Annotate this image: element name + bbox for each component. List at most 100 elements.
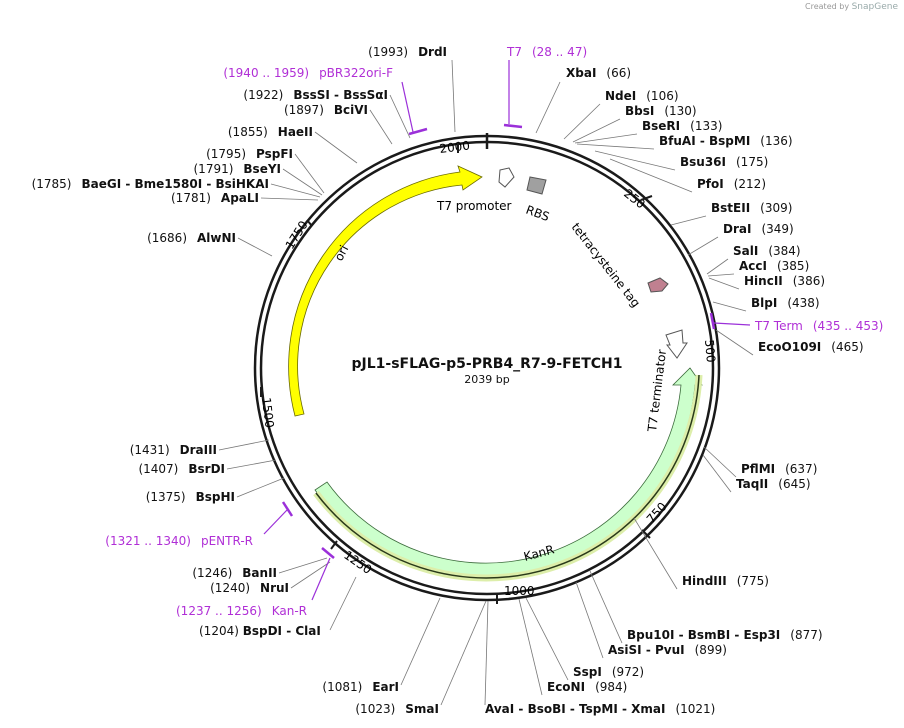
leader-line-bspdi-clai: [329, 576, 357, 631]
site-label-xbai: XbaI(66): [566, 66, 631, 80]
tetracysteine-tag-arrow: [647, 277, 669, 293]
tick-1750: 1750: [283, 218, 311, 251]
leader-line-blpi: [712, 301, 747, 312]
primer-leader-pbr322ori-f: [401, 81, 414, 133]
site-label-bspdi-clai: (1204) BspDI - ClaI: [199, 624, 321, 638]
leader-line-econi: [518, 598, 543, 696]
t7-term-primer-mark: [709, 312, 716, 330]
primer-label-pbr322ori-f: (1940 .. 1959)pBR322ori-F: [223, 66, 393, 80]
leader-line-pfoi: [609, 158, 693, 193]
site-label-ndei: NdeI(106): [605, 89, 679, 103]
site-label-bsssi-bsss-i: (1922)BssSI - BssSαI: [243, 88, 388, 102]
site-label-bfuai-bspmi: BfuAI - BspMI(136): [659, 134, 793, 148]
tick-1000: 1000: [504, 584, 535, 598]
restriction-sites: (1993)DrdI XbaI(66) NdeI(106)BbsI(130)BseR…: [32, 45, 864, 716]
t7-promoter-label: T7 promoter: [436, 199, 512, 213]
site-label-pflmi: PflMI(637): [741, 462, 817, 476]
leader-line-bbsi: [572, 118, 621, 143]
site-label-ecoo109i: EcoO109I(465): [758, 340, 864, 354]
leader-line-bsrdi: [226, 459, 277, 470]
primer-label-t7-term: T7 Term(435 .. 453): [754, 319, 883, 333]
site-label-bsu36i: Bsu36I(175): [680, 155, 768, 169]
leader-line-ecoo109i: [715, 329, 754, 356]
credit-prefix: Created by: [805, 2, 850, 11]
primer-label-kan-r: (1237 .. 1256)Kan-R: [176, 604, 307, 618]
site-label-bseri: BseRI(133): [642, 119, 722, 133]
site-label-avai-bsobi-tspmi-xmai: AvaI - BsoBI - TspMI - XmaI(1021): [485, 702, 715, 716]
site-label-hincii: HincII(386): [744, 274, 825, 288]
site-label-baegi-bme1580i-bsihkai: (1785)BaeGI - Bme1580I - BsiHKAI: [32, 177, 269, 191]
leader-line-alwni: [237, 237, 273, 257]
t7-terminator-arrow: [665, 329, 688, 359]
site-label-nrui: (1240)NruI: [210, 581, 289, 595]
rbs-box: [526, 176, 547, 195]
tick-2000: 2000: [439, 138, 471, 156]
leader-line-bseyi: [282, 168, 323, 196]
leader-line-banii: [278, 557, 328, 574]
site-label-drdi: (1993)DrdI: [368, 45, 447, 59]
tetracysteine-tag-label: tetracysteine tag: [569, 220, 643, 310]
leader-line-haeii: [314, 131, 358, 164]
leader-line-smai: [440, 600, 487, 706]
rbs-label: RBS: [524, 203, 551, 224]
leader-line-pflmi: [703, 446, 737, 478]
site-label-taqii: TaqII(645): [736, 477, 811, 491]
site-label-bbsi: BbsI(130): [625, 104, 697, 118]
site-label-smai: (1023)SmaI: [355, 702, 439, 716]
site-label-blpi: BlpI(438): [751, 296, 820, 310]
snapgene-credit: Created by SnapGene: [805, 2, 898, 12]
leader-line-apali: [260, 197, 319, 201]
leader-line-drdi: [451, 59, 456, 133]
kanr-primer-glow: [313, 374, 703, 582]
leader-line-bpu10i-bsmbi-esp3i: [589, 570, 623, 644]
plasmid-name: pJL1-sFLAG-p5-PRB4_R7-9-FETCH1: [352, 356, 623, 372]
leader-line-pspfi: [294, 153, 325, 194]
site-label-acci: AccI(385): [739, 259, 809, 273]
leader-line-asisi-pvui: [575, 581, 604, 659]
site-label-bpu10i-bsmbi-esp3i: Bpu10I - BsmBI - Esp3I(877): [627, 628, 823, 642]
site-label-pspfi: (1795)PspFI: [206, 147, 293, 161]
t7-primer-mark: [503, 123, 523, 129]
site-label-sspi: SspI(972): [573, 665, 644, 679]
leader-line-sali: [706, 258, 729, 275]
snapgene-logo: SnapGene: [851, 2, 898, 12]
inner-tick-marks: [260, 143, 714, 604]
site-label-haeii: (1855)HaeII: [228, 125, 313, 139]
leader-line-bfuai-bspmi: [576, 143, 655, 150]
primer-leader-t7-term: [713, 322, 751, 326]
leader-line-xbai: [535, 81, 561, 134]
primer-leader-pentr-r: [263, 509, 288, 535]
leader-line-sspi: [525, 597, 569, 681]
site-label-hindiii: HindIII(775): [682, 574, 769, 588]
site-label-asisi-pvui: AsiSI - PvuI(899): [608, 643, 727, 657]
primer-labels: T7(28 .. 47) (1940 .. 1959)pBR322ori-F T7 …: [105, 45, 883, 618]
kanr-primer-line: [315, 374, 700, 579]
site-label-eari: (1081)EarI: [322, 680, 399, 694]
primer-label-t7: T7(28 .. 47): [506, 45, 587, 59]
leader-line-bseri: [574, 133, 638, 144]
leader-line-eari: [400, 597, 441, 686]
t7-promoter-arrow: [498, 167, 515, 188]
tick-500: 500: [702, 339, 718, 363]
site-label-bsteii: BstEII(309): [711, 201, 792, 215]
pbr322ori-f-primer-mark: [408, 127, 428, 136]
site-label-bsrdi: (1407)BsrDI: [138, 462, 225, 476]
site-label-alwni: (1686)AlwNI: [147, 231, 236, 245]
site-label-bcivi: (1897)BciVI: [284, 103, 368, 117]
primer-leader-kan-r: [311, 557, 331, 601]
ori-feature: [288, 165, 483, 417]
leader-line-bsssi-bsss-i: [389, 94, 411, 139]
site-label-bsphi: (1375)BspHI: [146, 490, 235, 504]
site-label-drai: DraI(349): [723, 222, 794, 236]
leader-line-hincii: [708, 277, 740, 290]
pentr-r-primer-mark: [281, 501, 294, 517]
leader-line-nrui: [290, 561, 331, 589]
tick-1500: 1500: [259, 397, 277, 429]
leader-line-ndei: [563, 103, 601, 140]
leader-line-baegi-bme1580i-bsihkai: [270, 183, 321, 198]
kan-r-primer-mark: [321, 547, 335, 559]
leader-line-acci: [707, 273, 735, 277]
leader-line-draiii: [218, 439, 270, 451]
site-label-draiii: (1431)DraIII: [130, 443, 217, 457]
leader-line-drai: [687, 236, 719, 256]
